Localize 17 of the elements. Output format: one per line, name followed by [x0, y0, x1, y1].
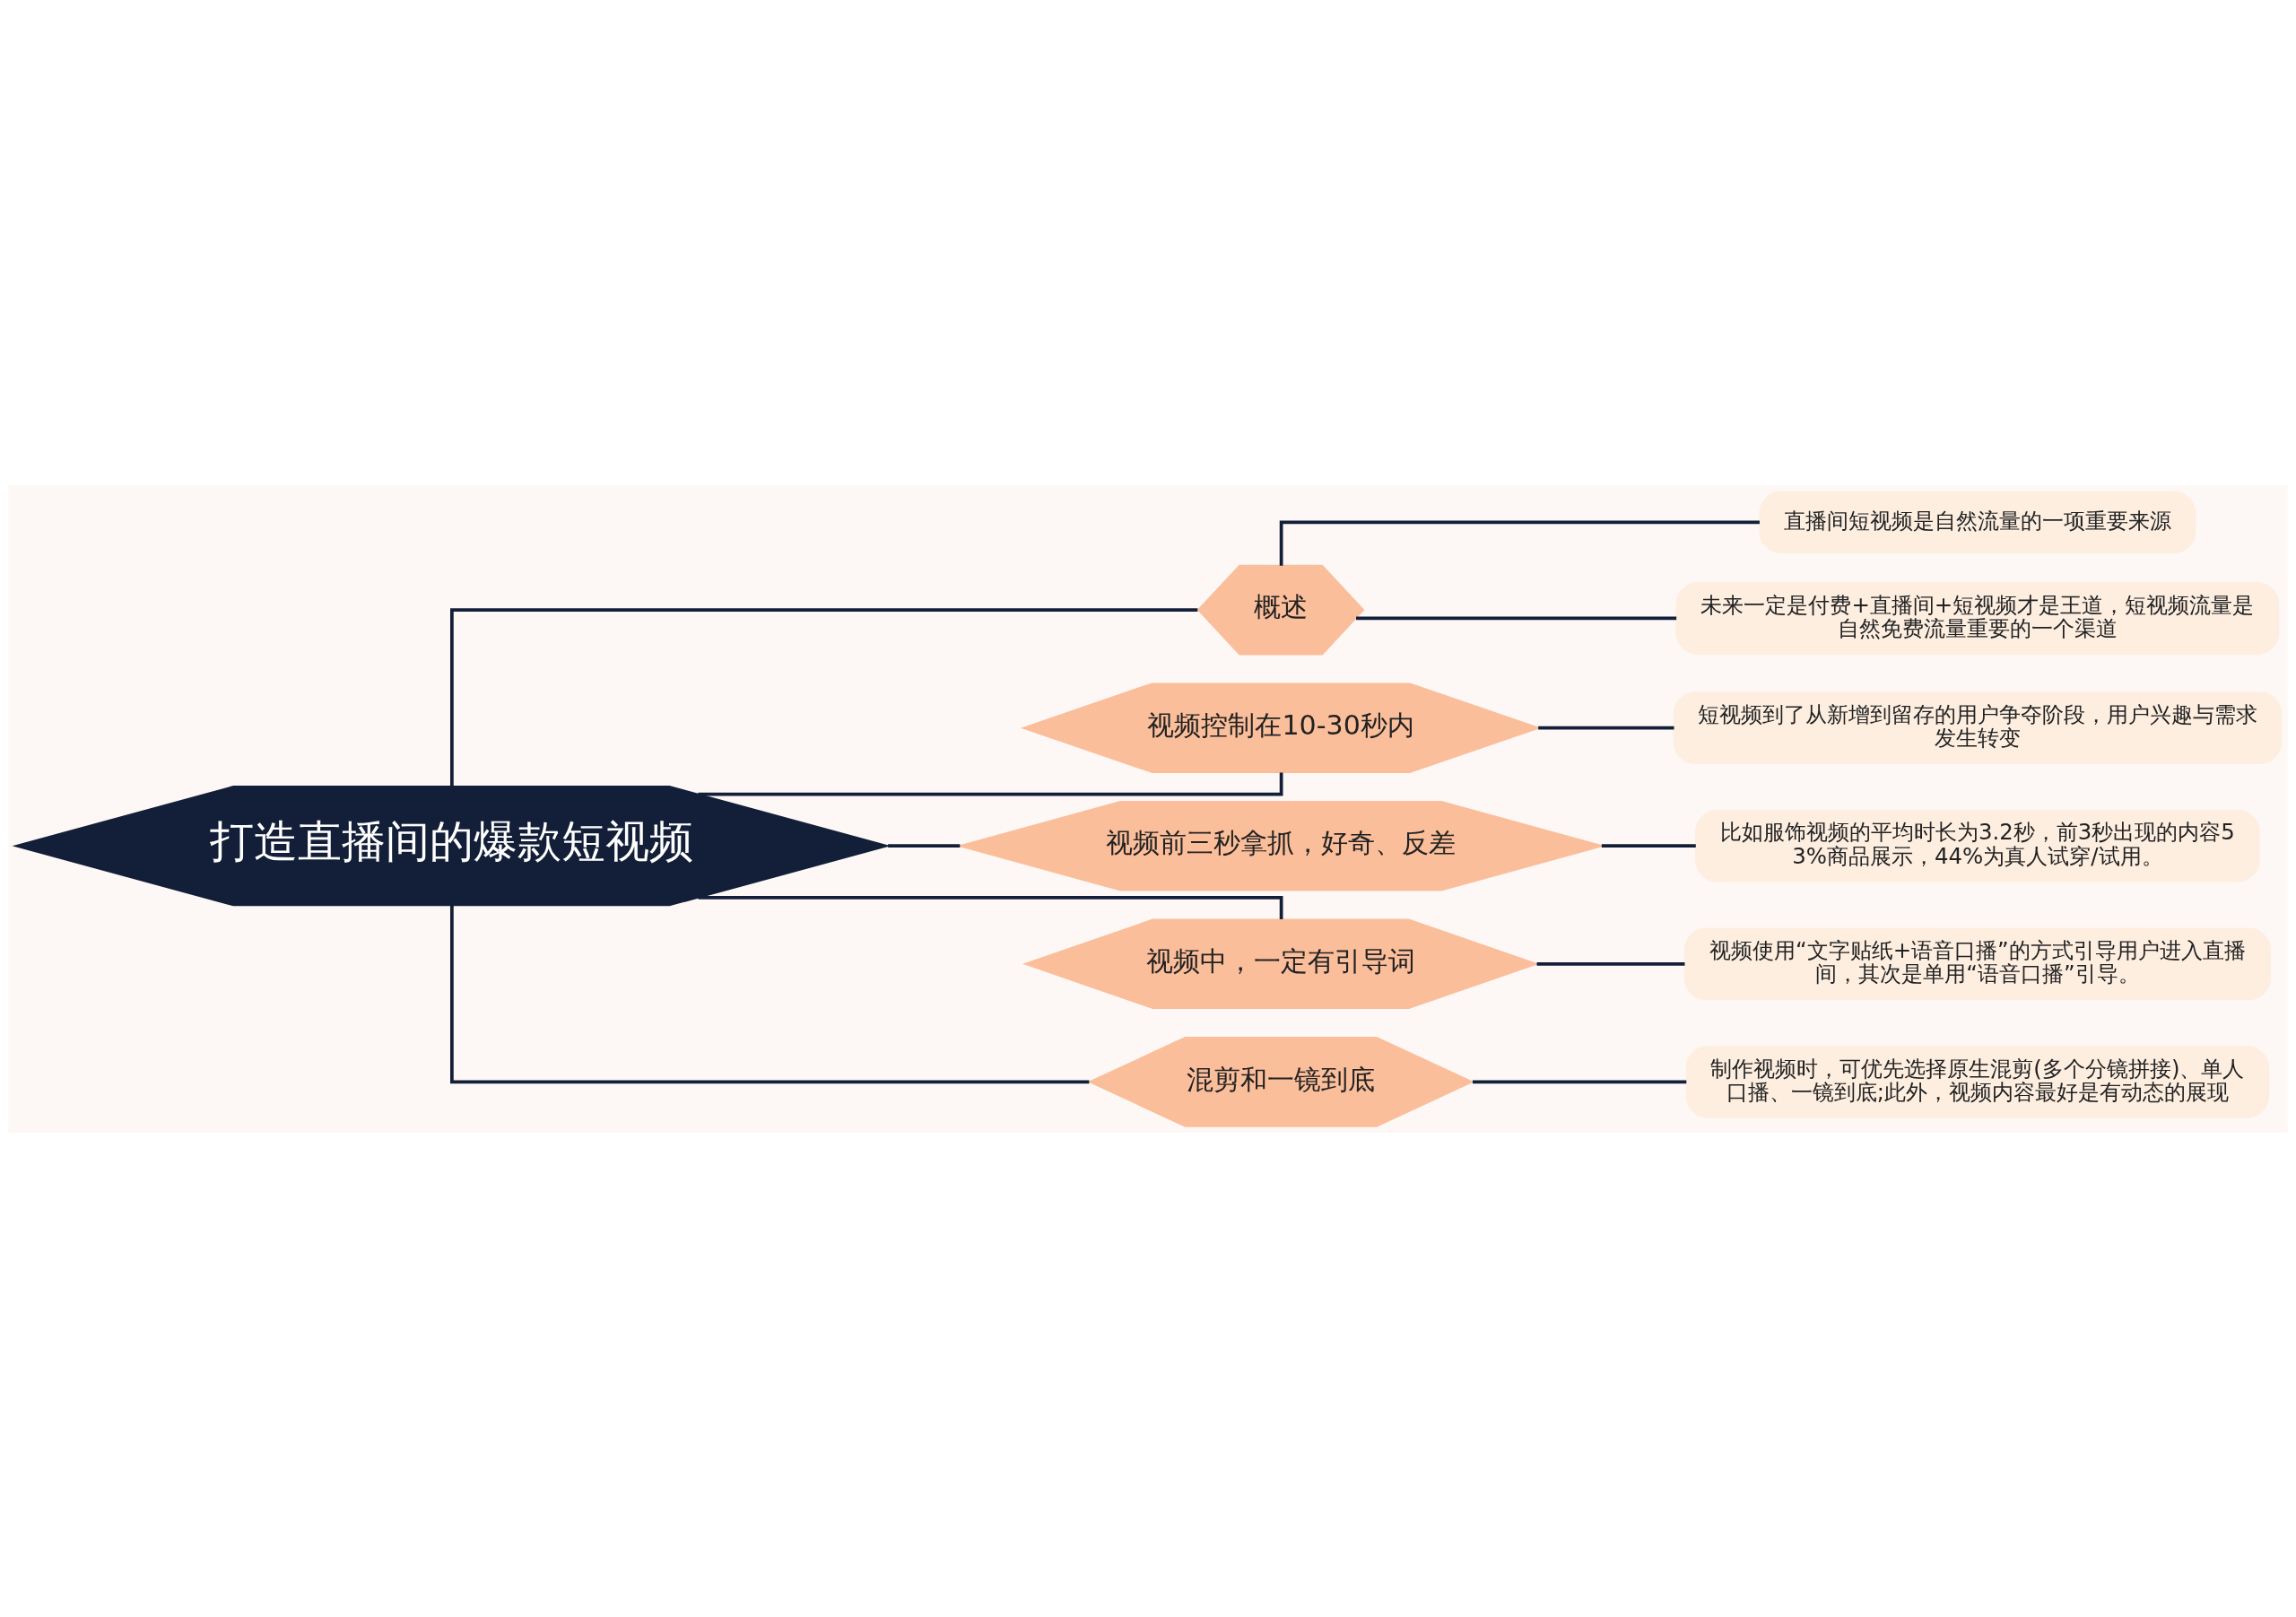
connector — [1601, 843, 1696, 848]
connector — [1356, 616, 1677, 620]
connector — [698, 895, 1283, 919]
node-box: 直播间短视频是自然流量的一项重要来源 — [1759, 491, 2196, 553]
node-box: 制作视频时，可优先选择原生混剪(多个分镜拼接)、单人口播、一镜到底;此外，视频内容最好是有动态的展现 — [1685, 1045, 2270, 1118]
connector — [698, 771, 1283, 796]
connector — [1538, 726, 1674, 730]
connector — [450, 905, 1090, 1083]
node-box: 比如服饰视频的平均时长为3.2秒，前3秒出现的内容53%商品展示，44%为真人试穿/试用。 — [1695, 809, 2260, 882]
connector — [1536, 961, 1685, 966]
connector — [450, 607, 1198, 787]
node-box: 未来一定是付费+直播间+短视频才是王道，短视频流量是自然免费流量重要的一个渠道 — [1675, 581, 2280, 655]
connector — [1279, 519, 1760, 566]
connector — [888, 843, 961, 848]
node-box: 视频使用“文字贴纸+语音口播”的方式引导用户进入直播间，其次是单用“语音口播”引导。 — [1683, 926, 2271, 1000]
connector — [1472, 1080, 1687, 1083]
node-box: 短视频到了从新增到留存的用户争夺阶段，用户兴趣与需求发生转变 — [1673, 691, 2283, 764]
